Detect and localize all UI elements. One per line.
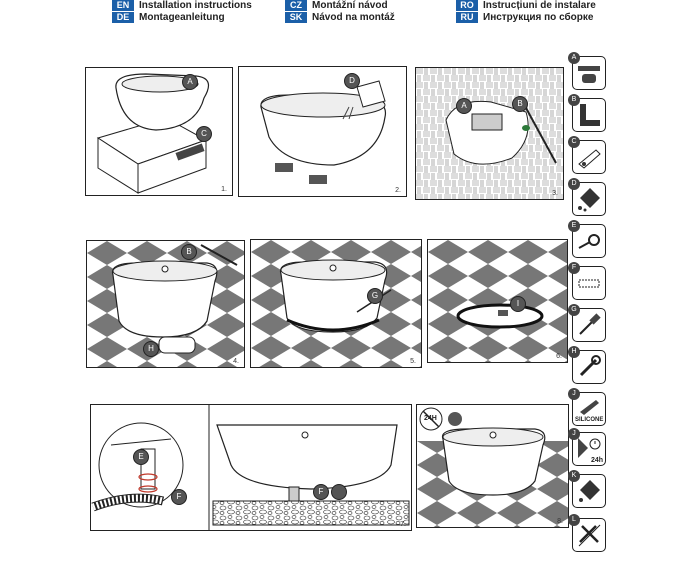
- tool-j-cure-time: J 24h: [568, 428, 606, 466]
- tool-k-water-test: K: [568, 470, 606, 508]
- step-1-panel: A C 1.: [85, 67, 233, 196]
- tool-j-silicone: J SILICONE: [568, 388, 606, 426]
- callout-e: E: [133, 449, 149, 465]
- step-number: 1.: [221, 186, 227, 193]
- step-number: 4.: [233, 358, 239, 365]
- tool-letter: J: [568, 388, 580, 400]
- step-4-panel: B H 4.: [86, 240, 245, 368]
- tool-letter: K: [568, 470, 580, 482]
- tool-letter: L: [568, 514, 580, 526]
- tool-letter: E: [568, 220, 580, 232]
- tool-l-no-tools: L: [568, 514, 606, 552]
- tool-a-tape-measure: A: [568, 52, 606, 90]
- step-7-illustration: [91, 405, 410, 530]
- lang-label: Montageanleitung: [139, 12, 225, 23]
- step-number: 7.: [400, 521, 406, 528]
- tool-g-screwdriver: G: [568, 304, 606, 342]
- step-number: 8.: [557, 518, 563, 525]
- no-tools-icon: [578, 524, 601, 547]
- lang-code: EN: [112, 0, 134, 11]
- step-8-illustration: [417, 405, 568, 527]
- tool-b-square-ruler: B: [568, 94, 606, 132]
- lang-label: Montážní návod: [312, 0, 388, 11]
- screwdriver-icon: [579, 313, 601, 335]
- lang-code: RU: [456, 12, 478, 23]
- tool-letter: F: [568, 262, 580, 274]
- step-1-illustration: [96, 73, 210, 194]
- lang-code: RO: [456, 0, 478, 11]
- tool-h-wrench: H: [568, 346, 606, 384]
- callout-a: A: [456, 98, 472, 114]
- square-ruler-icon: [580, 104, 600, 126]
- step-2-illustration: [260, 80, 387, 184]
- lang-de: DE Montageanleitung: [112, 12, 225, 23]
- tool-d-water: D: [568, 178, 606, 216]
- water-drops-icon: [578, 188, 600, 212]
- cure-time-label: 24h: [590, 457, 603, 464]
- hand-drill-icon: [578, 149, 601, 169]
- callout-b: B: [181, 244, 197, 260]
- step-number: 2.: [395, 187, 401, 194]
- step-number: 6.: [556, 353, 562, 360]
- callout-b: B: [512, 96, 528, 112]
- tool-c-drill: C: [568, 136, 606, 174]
- lang-label: Návod na montáž: [312, 12, 395, 23]
- silicone-label: SILICONE: [575, 417, 604, 423]
- step-number: 3.: [552, 190, 558, 197]
- callout-d: D: [344, 73, 360, 89]
- callout-h: H: [143, 341, 159, 357]
- water-test-icon: [579, 480, 600, 502]
- lang-en: EN Installation instructions: [112, 0, 252, 11]
- tool-letter: J: [568, 428, 580, 440]
- step-3-illustration: [416, 68, 563, 199]
- step-4-illustration: [87, 241, 244, 367]
- callout-g: G: [367, 288, 383, 304]
- tape-measure-icon: [578, 66, 600, 83]
- step-3-panel: A B 3.: [415, 67, 564, 200]
- tool-letter: H: [568, 346, 580, 358]
- lang-ro: RO Instrucțiuni de instalare: [456, 0, 596, 11]
- wrench-icon: [579, 355, 601, 377]
- sealant-dot: [331, 484, 347, 500]
- callout-i: I: [510, 296, 526, 312]
- tool-letter: D: [568, 178, 580, 190]
- lang-sk: SK Návod na montáž: [285, 12, 395, 23]
- tool-letter: A: [568, 52, 580, 64]
- step-2-panel: D 2.: [238, 66, 407, 197]
- hose-clamp-icon: [578, 234, 600, 249]
- silicone-gun-icon: [580, 400, 599, 415]
- step-6-illustration: [428, 240, 567, 362]
- lang-code: CZ: [285, 0, 307, 11]
- step-5-panel: G 5.: [250, 239, 422, 368]
- tool-e-clamp: E: [568, 220, 606, 258]
- lang-code: SK: [285, 12, 307, 23]
- tool-letter: B: [568, 94, 580, 106]
- flexible-hose-icon: [578, 279, 600, 288]
- lang-code: DE: [112, 12, 134, 23]
- lang-ru: RU Инструкция по сборке: [456, 12, 593, 23]
- cure-time-icon: [578, 438, 601, 458]
- lang-label: Instrucțiuni de instalare: [483, 0, 596, 11]
- step-7-panel: E F F 7.: [90, 404, 412, 531]
- tool-f-hose: F: [568, 262, 606, 300]
- step-8-panel: 24H 8.: [416, 404, 569, 528]
- step-5-illustration: [251, 240, 421, 367]
- callout-a: A: [182, 74, 198, 90]
- tool-letter: G: [568, 304, 580, 316]
- lang-cz: CZ Montážní návod: [285, 0, 388, 11]
- step-number: 5.: [410, 358, 416, 365]
- lang-label: Инструкция по сборке: [483, 12, 594, 23]
- lang-label: Installation instructions: [139, 0, 252, 11]
- callout-c: C: [196, 126, 212, 142]
- step-6-panel: I 6.: [427, 239, 568, 363]
- callout-f: F: [171, 489, 187, 505]
- tool-letter: C: [568, 136, 580, 148]
- callout-f: F: [313, 484, 329, 500]
- cure-time-label: 24H: [424, 415, 437, 422]
